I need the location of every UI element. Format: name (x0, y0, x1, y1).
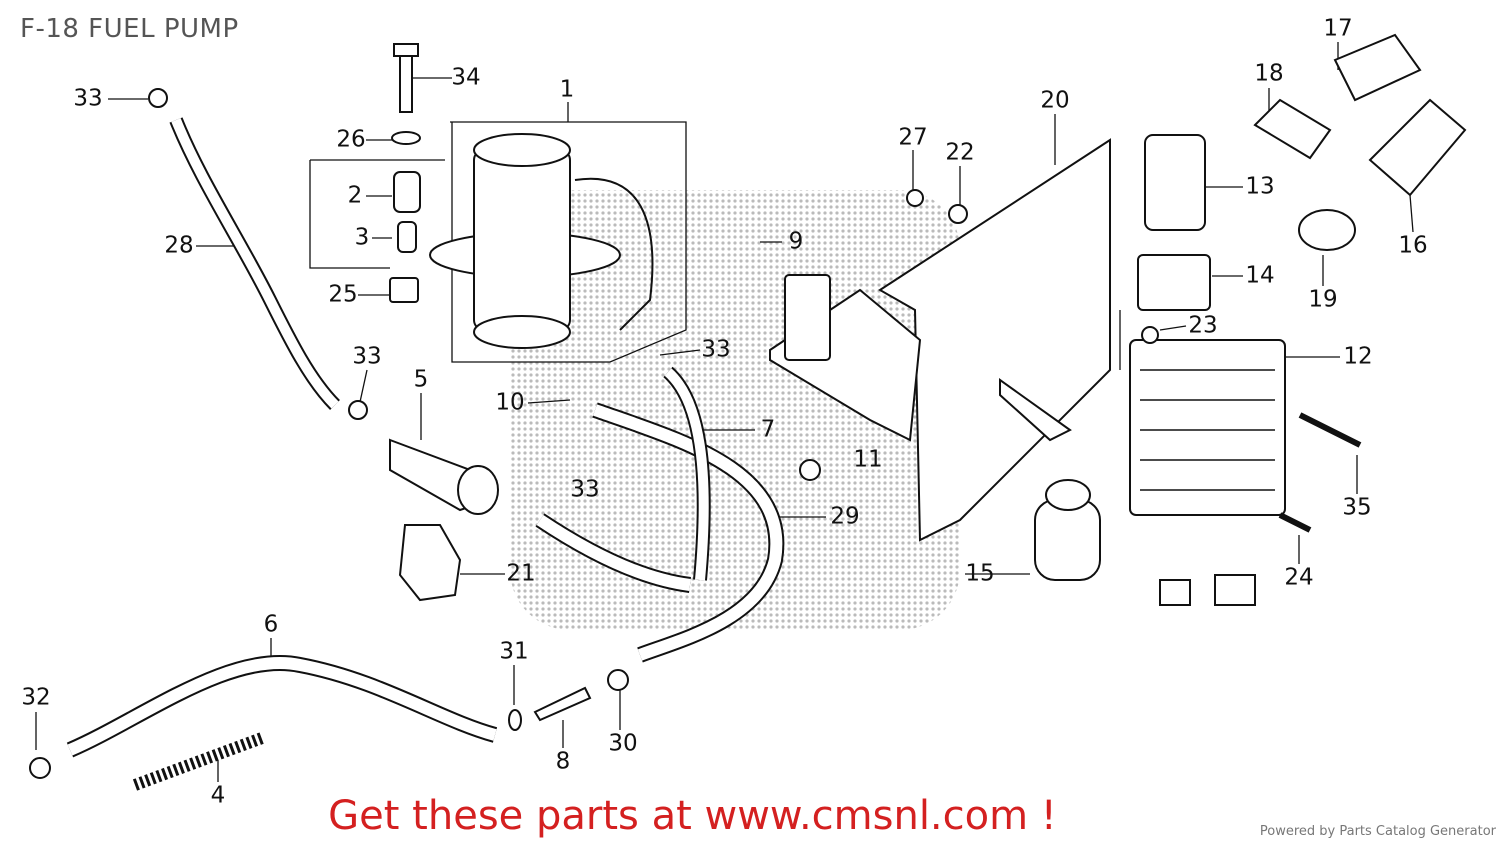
callout-2[interactable]: 2 (347, 182, 363, 209)
callout-6[interactable]: 6 (263, 611, 279, 638)
callout-8[interactable]: 8 (555, 748, 571, 775)
callout-11[interactable]: 11 (853, 446, 883, 473)
callout-9[interactable]: 9 (788, 228, 804, 255)
callout-14[interactable]: 14 (1245, 262, 1275, 289)
callout-10[interactable]: 10 (495, 389, 525, 416)
part-shapes (29, 33, 1467, 791)
callout-26[interactable]: 26 (336, 126, 366, 153)
callout-28[interactable]: 28 (164, 232, 194, 259)
callout-33[interactable]: 33 (352, 343, 382, 370)
promo-banner: Get these parts at www.cmsnl.com ! (0, 793, 1500, 839)
promo-link[interactable]: Get these parts at www.cmsnl.com ! (328, 793, 1057, 839)
callout-33[interactable]: 33 (73, 85, 103, 112)
callout-12[interactable]: 12 (1343, 343, 1373, 370)
leader-lines (35, 42, 1414, 782)
callout-33[interactable]: 33 (701, 336, 731, 363)
powered-by-text: Powered by Parts Catalog Generator (1259, 824, 1496, 839)
callout-21[interactable]: 21 (506, 560, 536, 587)
callout-30[interactable]: 30 (608, 730, 638, 757)
callout-18[interactable]: 18 (1254, 60, 1284, 87)
callout-24[interactable]: 24 (1284, 564, 1314, 591)
callout-34[interactable]: 34 (451, 64, 481, 91)
callout-23[interactable]: 23 (1188, 312, 1218, 339)
callout-3[interactable]: 3 (354, 224, 370, 251)
callout-1[interactable]: 1 (559, 76, 575, 103)
callout-15[interactable]: 15 (965, 560, 995, 587)
callout-31[interactable]: 31 (499, 638, 529, 665)
callout-27[interactable]: 27 (898, 124, 928, 151)
callout-13[interactable]: 13 (1245, 173, 1275, 200)
callout-20[interactable]: 20 (1040, 87, 1070, 114)
callout-5[interactable]: 5 (413, 366, 429, 393)
callout-25[interactable]: 25 (328, 281, 358, 308)
page-title: F-18 FUEL PUMP (20, 14, 239, 44)
callout-7[interactable]: 7 (760, 416, 776, 443)
callout-22[interactable]: 22 (945, 139, 975, 166)
callout-35[interactable]: 35 (1342, 494, 1372, 521)
callout-4[interactable]: 4 (210, 782, 226, 809)
callout-33[interactable]: 33 (570, 476, 600, 503)
callout-32[interactable]: 32 (21, 684, 51, 711)
callout-16[interactable]: 16 (1398, 232, 1428, 259)
callout-17[interactable]: 17 (1323, 15, 1353, 42)
callout-19[interactable]: 19 (1308, 286, 1338, 313)
callout-29[interactable]: 29 (830, 503, 860, 530)
